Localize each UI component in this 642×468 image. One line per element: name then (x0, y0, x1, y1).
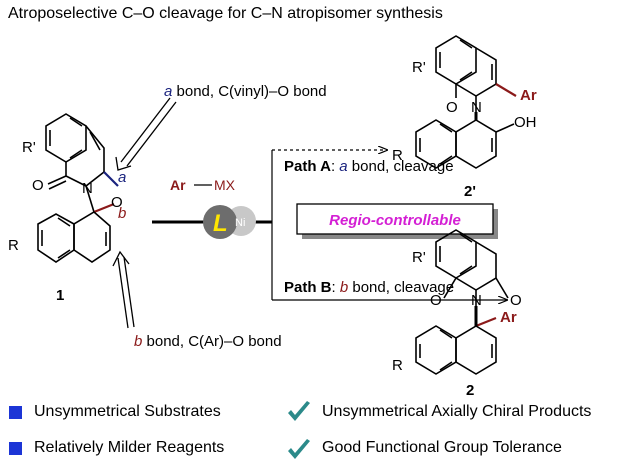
c1-lactam-ring (65, 125, 105, 187)
c2p-o: O (446, 99, 458, 116)
regio-box (296, 203, 494, 235)
teal-check-icon (288, 439, 310, 459)
c1-naphthalene-right (73, 211, 111, 263)
c1-benzene-ring (45, 113, 87, 163)
feature-list: Unsymmetrical Substrates Relatively Mild… (0, 396, 642, 468)
c1-r: R (8, 237, 19, 254)
c1-label: 1 (56, 287, 64, 304)
c1-bond-b: b (118, 205, 126, 222)
catalyst-ar: Ar (170, 177, 186, 193)
feature-group-tolerance: Good Functional Group Tolerance (322, 439, 562, 456)
feature-unsymmetrical-substrates: Unsymmetrical Substrates (34, 403, 221, 420)
c2-o-left: O (430, 292, 442, 309)
c2-label: 2 (466, 382, 474, 399)
c2-o-right: O (510, 292, 522, 309)
blue-square-icon (9, 406, 22, 419)
compound-2-prime (415, 35, 517, 169)
c2p-label: 2' (464, 183, 476, 200)
c2-r: R (392, 357, 403, 374)
bond-b-label: b bond, C(Ar)–O bond (134, 333, 282, 350)
bond-a-label: a bond, C(vinyl)–O bond (164, 83, 327, 100)
c2p-oh: OH (514, 114, 537, 131)
c1-naphthalene-left (37, 213, 75, 263)
feature-milder-reagents: Relatively Milder Reagents (34, 439, 225, 456)
c1-r-prime: R' (22, 139, 36, 156)
c1-ring-o: O (111, 194, 123, 211)
c1-n: N (82, 180, 93, 197)
c2p-r: R (392, 147, 403, 164)
compound-2 (415, 229, 509, 375)
regio-text: Regio-controllable (329, 212, 461, 229)
ligand-circle (203, 205, 237, 239)
bond-b-arrow (112, 250, 135, 329)
nickel-ni: Ni (235, 217, 245, 229)
feature-axially-chiral-products: Unsymmetrical Axially Chiral Products (322, 403, 592, 420)
c1-carbonyl-o: O (32, 177, 44, 194)
c2-r-prime: R' (412, 249, 426, 266)
scheme-title: Atroposelective C–O cleavage for C–N atr… (8, 5, 443, 22)
compound-1 (37, 113, 119, 263)
reaction-scheme: Atroposelective C–O cleavage for C–N atr… (8, 5, 537, 399)
path-b-label: Path B: b bond, cleavage (284, 279, 454, 296)
c1-bond-a: a (118, 169, 126, 186)
bond-a-arrow (115, 97, 177, 171)
teal-check-icon (288, 401, 310, 421)
ligand-l: L (213, 210, 228, 237)
c2-n: N (471, 292, 482, 309)
c2-ar: Ar (500, 309, 517, 326)
path-a-label: Path A: a bond, cleavage (284, 158, 454, 175)
c2p-n: N (471, 99, 482, 116)
c2p-ar: Ar (520, 87, 537, 104)
c2p-r-prime: R' (412, 59, 426, 76)
catalyst-mx: MX (214, 177, 236, 193)
blue-square-icon (9, 442, 22, 455)
